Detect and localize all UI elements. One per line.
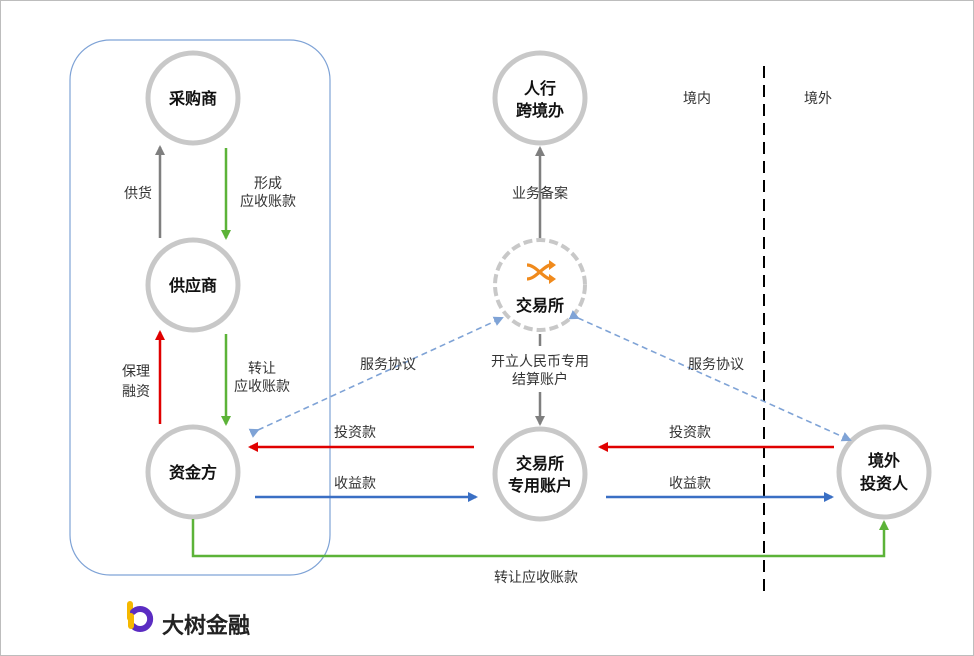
node-purchaser-label: 采购商 <box>168 89 217 108</box>
edge-supply-label: 供货 <box>124 185 152 202</box>
logo-text: 大树金融 <box>162 613 250 639</box>
node-exchange-account-line2: 专用账户 <box>508 476 572 495</box>
edge-income-right-label: 收益款 <box>669 476 711 492</box>
node-purchaser: 采购商 <box>145 50 241 146</box>
edge-transfer-bottom-label: 转让应收账款 <box>494 569 578 586</box>
node-exchange: 交易所 <box>493 238 587 332</box>
edge-income-left-label: 收益款 <box>334 476 376 492</box>
node-pboc-line2: 跨境办 <box>516 101 564 120</box>
edge-service-agreement-left <box>248 316 504 438</box>
edge-service-agreement-left-label: 服务协议 <box>360 357 416 373</box>
node-pboc-line1: 人行 <box>524 79 556 98</box>
edge-receivable-formed-line1: 形成 <box>254 176 282 192</box>
edge-open-account-line1: 开立人民币专用 <box>491 354 589 370</box>
edge-open-account-line2: 结算账户 <box>512 371 568 388</box>
edge-service-agreement-right-label: 服务协议 <box>688 357 744 373</box>
region-overseas-label: 境外 <box>804 91 832 107</box>
node-overseas-investor: 境外 投资人 <box>836 424 932 520</box>
shuffle-icon <box>526 260 556 284</box>
edge-transfer-bottom <box>191 519 889 558</box>
logo-mark-icon <box>127 601 154 632</box>
node-pboc: 人行 跨境办 <box>492 50 588 146</box>
region-domestic-label: 境内 <box>683 91 711 107</box>
edge-factoring-line2: 融资 <box>122 384 150 400</box>
node-funder-label: 资金方 <box>169 463 217 482</box>
edge-filing-label: 业务备案 <box>512 185 568 202</box>
node-supplier: 供应商 <box>145 237 241 333</box>
edge-receivable-formed-line2: 应收账款 <box>240 193 296 210</box>
node-exchange-account-line1: 交易所 <box>516 454 564 473</box>
logo: 大树金融 <box>127 601 250 639</box>
node-funder: 资金方 <box>145 424 241 520</box>
edge-investment-left-label: 投资款 <box>334 425 376 441</box>
node-overseas-investor-line1: 境外 <box>868 451 900 470</box>
edge-investment-right-label: 投资款 <box>669 425 711 441</box>
edge-factoring-line1: 保理 <box>122 364 150 380</box>
node-overseas-investor-line2: 投资人 <box>860 474 909 493</box>
node-exchange-account: 交易所 专用账户 <box>492 426 588 522</box>
edge-transfer-receivable-line1: 转让 <box>248 361 276 377</box>
node-supplier-label: 供应商 <box>168 276 217 295</box>
edge-service-agreement-right <box>568 310 852 442</box>
node-exchange-label: 交易所 <box>516 296 564 315</box>
edge-transfer-receivable-line2: 应收账款 <box>234 378 290 395</box>
supply-chain-group <box>69 39 331 576</box>
